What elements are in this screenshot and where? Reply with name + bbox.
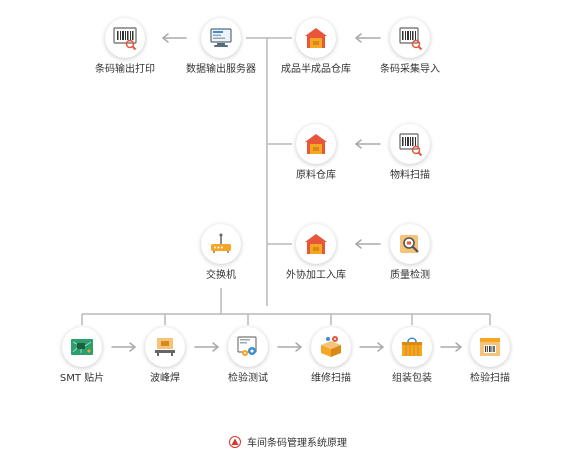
barcode-print-icon bbox=[105, 18, 145, 58]
warehouse-icon bbox=[296, 224, 336, 264]
node-quality-check: 质量检测 bbox=[370, 224, 450, 282]
packing-box-icon bbox=[392, 327, 432, 367]
barcode-scan-icon bbox=[390, 124, 430, 164]
node-label: 维修扫描 bbox=[311, 373, 351, 384]
arrow-wave-to-test bbox=[194, 342, 219, 352]
arrow-scan-to-raw bbox=[355, 139, 381, 149]
node-label: 质量检测 bbox=[390, 270, 430, 281]
node-data-server: 数据输出服务器 bbox=[181, 18, 261, 76]
arrow-import-to-warehouse bbox=[355, 33, 381, 43]
warehouse-icon bbox=[296, 124, 336, 164]
warehouse-icon bbox=[296, 18, 336, 58]
node-outsource-warehouse: 外协加工入库 bbox=[276, 224, 356, 282]
node-label: 检验扫描 bbox=[470, 373, 510, 384]
solder-machine-icon bbox=[145, 327, 185, 367]
node-barcode-print: 条码输出打印 bbox=[85, 18, 165, 76]
test-gears-icon bbox=[228, 327, 268, 367]
node-finished-warehouse: 成品半成品仓库 bbox=[276, 18, 356, 76]
barcode-box-icon bbox=[470, 327, 510, 367]
arrow-test-to-repair bbox=[277, 342, 302, 352]
node-label: 外协加工入库 bbox=[286, 270, 346, 281]
node-wave-solder: 波峰焊 bbox=[125, 327, 205, 385]
arrow-smt-to-wave bbox=[111, 342, 136, 352]
node-label: 原料仓库 bbox=[296, 170, 336, 181]
node-switch: 交换机 bbox=[181, 224, 261, 282]
router-icon bbox=[201, 224, 241, 264]
node-raw-warehouse: 原料仓库 bbox=[276, 124, 356, 182]
node-label: 条码输出打印 bbox=[95, 64, 155, 75]
node-label: 数据输出服务器 bbox=[186, 64, 256, 75]
node-label: 波峰焊 bbox=[150, 373, 180, 384]
node-material-scan: 物料扫描 bbox=[370, 124, 450, 182]
node-label: 交换机 bbox=[206, 270, 236, 281]
node-repair-scan: 维修扫描 bbox=[291, 327, 371, 385]
repair-box-icon bbox=[311, 327, 351, 367]
node-label: 组装包装 bbox=[392, 373, 432, 384]
node-smt: SMT 贴片 bbox=[42, 327, 122, 385]
arrow-server-to-print bbox=[162, 33, 187, 43]
node-final-scan: 检验扫描 bbox=[450, 327, 530, 385]
server-icon bbox=[201, 18, 241, 58]
circuit-board-icon bbox=[62, 327, 102, 367]
arrow-quality-to-outsource bbox=[355, 239, 381, 249]
arrow-assembly-to-final bbox=[440, 342, 462, 352]
brand-logo-icon bbox=[229, 435, 241, 448]
diagram-caption: 车间条码管理系统原理 bbox=[0, 434, 576, 449]
node-inspection-test: 检验测试 bbox=[208, 327, 288, 385]
arrow-repair-to-assembly bbox=[359, 342, 384, 352]
node-label: 检验测试 bbox=[228, 373, 268, 384]
node-barcode-import: 条码采集导入 bbox=[370, 18, 450, 76]
node-assembly-pack: 组装包装 bbox=[372, 327, 452, 385]
magnifier-icon bbox=[390, 224, 430, 264]
barcode-scan-icon bbox=[390, 18, 430, 58]
node-label: 物料扫描 bbox=[390, 170, 430, 181]
node-label: SMT 贴片 bbox=[59, 373, 105, 384]
node-label: 条码采集导入 bbox=[380, 64, 440, 75]
caption-text: 车间条码管理系统原理 bbox=[247, 438, 347, 449]
node-label: 成品半成品仓库 bbox=[281, 64, 351, 75]
